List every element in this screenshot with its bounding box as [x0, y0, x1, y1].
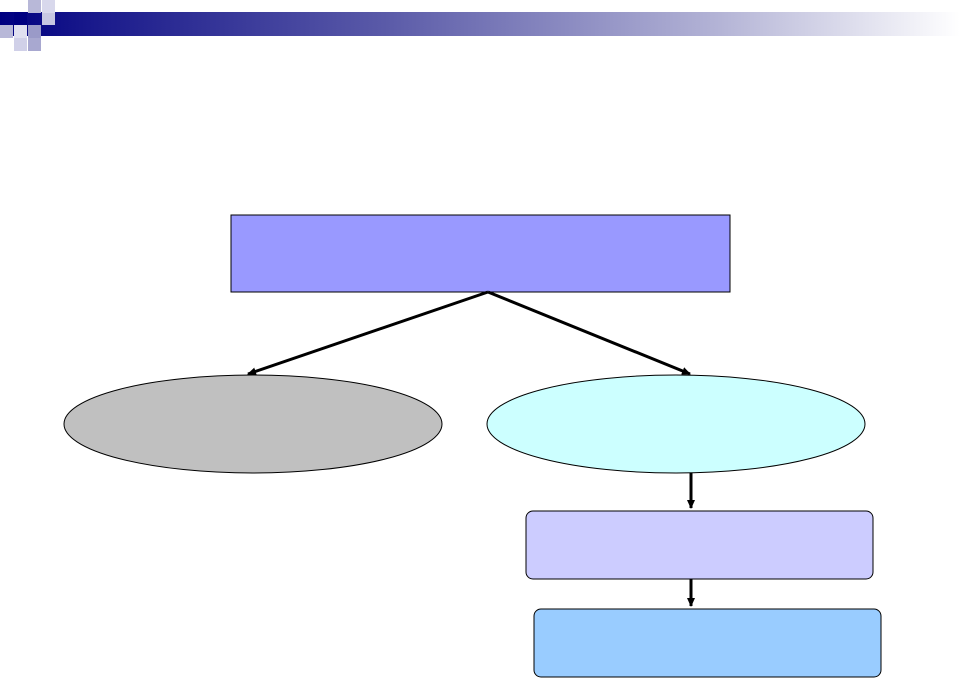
header-square-light — [28, 0, 41, 13]
middle-box-label — [526, 511, 873, 579]
header-square-mid — [28, 25, 41, 38]
bottom-box-label — [534, 609, 881, 677]
header-square-dark — [14, 12, 27, 25]
header-square-light — [28, 38, 41, 51]
arrow-top-to-right — [487, 290, 691, 376]
bottom-box — [533, 608, 882, 678]
left-ellipse — [63, 374, 443, 474]
header-square-light — [14, 25, 27, 38]
header-gradient-bar — [0, 12, 960, 36]
arrow-top-to-left — [247, 290, 489, 376]
header-square-light — [42, 0, 55, 13]
header-square-light — [0, 25, 13, 38]
right-ellipse — [486, 374, 866, 474]
header-square-light — [14, 38, 27, 51]
top-box-label — [231, 215, 730, 292]
right-ellipse-label — [507, 385, 845, 463]
header-square-light — [42, 12, 55, 25]
top-box — [230, 214, 731, 293]
left-ellipse-label — [84, 385, 422, 463]
middle-box — [525, 510, 874, 580]
